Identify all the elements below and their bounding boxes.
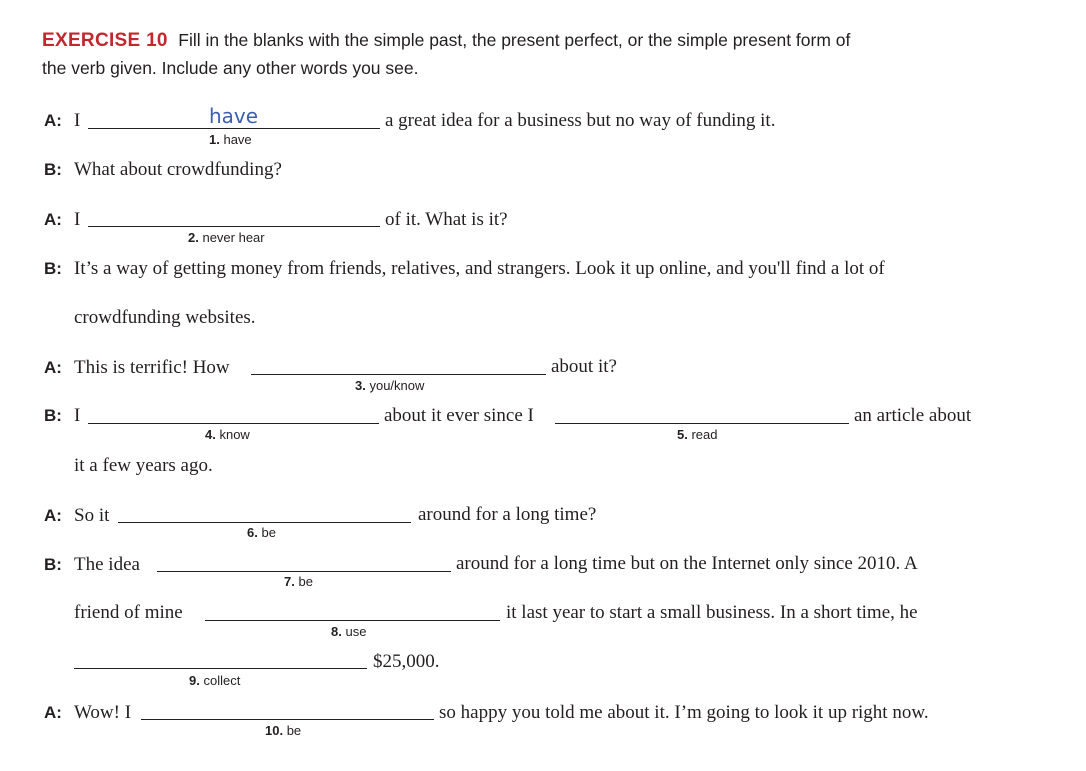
- line-8b-pre: friend of mine: [74, 602, 183, 623]
- line-7-post: around for a long time?: [418, 504, 597, 525]
- line-9-pre: Wow! I: [74, 702, 132, 723]
- line-6-mid: about it ever since I: [384, 405, 534, 426]
- blank-4[interactable]: [88, 423, 379, 424]
- cue-2-number: 2.: [188, 230, 199, 245]
- cue-5-verb: read: [691, 427, 718, 442]
- cue-5: 5. read: [677, 427, 718, 442]
- cue-1-number: 1.: [209, 132, 220, 147]
- line-2-text: What about crowdfunding?: [74, 159, 282, 180]
- line-5-pre: This is terrific! How: [74, 357, 230, 378]
- cue-10-number: 10.: [265, 723, 284, 738]
- cue-4-number: 4.: [205, 427, 216, 442]
- exercise-instruction-line-1: Fill in the blanks with the simple past,…: [178, 30, 851, 50]
- cue-3-number: 3.: [355, 378, 366, 393]
- speaker-b: B:: [44, 160, 62, 179]
- cue-9-verb: collect: [203, 673, 241, 688]
- line-5-post: about it?: [551, 356, 617, 377]
- line-7-pre: So it: [74, 505, 110, 526]
- cue-10: 10. be: [265, 723, 301, 738]
- line-6-pre: I: [74, 405, 81, 426]
- speaker-a: A:: [44, 111, 62, 130]
- cue-9: 9. collect: [189, 673, 240, 688]
- line-1-post: a great idea for a business but no way o…: [385, 110, 776, 131]
- line-8b-post: it last year to start a small business. …: [506, 602, 918, 623]
- speaker-b: B:: [44, 259, 62, 278]
- blank-1-answer: have: [209, 104, 259, 128]
- line-8-pre: The idea: [74, 554, 140, 575]
- cue-10-verb: be: [286, 723, 302, 738]
- cue-7-verb: be: [298, 574, 313, 589]
- cue-9-number: 9.: [189, 673, 200, 688]
- blank-3[interactable]: [251, 374, 546, 375]
- blank-1[interactable]: [88, 128, 380, 129]
- exercise-header: EXERCISE 10 Fill in the blanks with the …: [42, 30, 850, 52]
- cue-1: 1. have: [209, 132, 252, 147]
- blank-5[interactable]: [555, 423, 849, 424]
- line-3-pre: I: [74, 209, 81, 230]
- cue-2: 2. never hear: [188, 230, 265, 245]
- blank-2[interactable]: [88, 226, 380, 227]
- cue-6-number: 6.: [247, 525, 258, 540]
- line-8c-post: $25,000.: [373, 651, 440, 672]
- cue-8-number: 8.: [331, 624, 342, 639]
- speaker-b: B:: [44, 406, 62, 425]
- cue-3-verb: you/know: [369, 378, 425, 393]
- blank-7[interactable]: [157, 571, 451, 572]
- speaker-a: A:: [44, 210, 62, 229]
- cue-5-number: 5.: [677, 427, 688, 442]
- blank-6[interactable]: [118, 522, 411, 523]
- cue-6: 6. be: [247, 525, 276, 540]
- cue-7: 7. be: [284, 574, 313, 589]
- speaker-b: B:: [44, 555, 62, 574]
- blank-8[interactable]: [205, 620, 500, 621]
- cue-8: 8. use: [331, 624, 366, 639]
- line-4-text: It’s a way of getting money from friends…: [74, 258, 885, 279]
- line-9-post: so happy you told me about it. I’m going…: [439, 702, 929, 723]
- exercise-instruction-line-2: the verb given. Include any other words …: [42, 58, 419, 78]
- speaker-a: A:: [44, 703, 62, 722]
- speaker-a: A:: [44, 358, 62, 377]
- blank-9[interactable]: [74, 668, 367, 669]
- cue-3: 3. you/know: [355, 378, 424, 393]
- line-6-post: an article about: [854, 405, 972, 426]
- exercise-label: EXERCISE 10: [42, 30, 168, 51]
- line-3-post: of it. What is it?: [385, 209, 508, 230]
- cue-4: 4. know: [205, 427, 250, 442]
- blank-10[interactable]: [141, 719, 434, 720]
- cue-6-verb: be: [261, 525, 276, 540]
- line-1-pre: I: [74, 110, 81, 131]
- cue-8-verb: use: [345, 624, 367, 639]
- cue-2-verb: never hear: [202, 230, 265, 245]
- line-8-post: around for a long time but on the Intern…: [456, 553, 918, 574]
- cue-1-verb: have: [223, 132, 252, 147]
- cue-7-number: 7.: [284, 574, 295, 589]
- speaker-a: A:: [44, 506, 62, 525]
- line-4-continuation: crowdfunding websites.: [74, 307, 256, 328]
- line-6-continuation: it a few years ago.: [74, 455, 213, 476]
- cue-4-verb: know: [219, 427, 250, 442]
